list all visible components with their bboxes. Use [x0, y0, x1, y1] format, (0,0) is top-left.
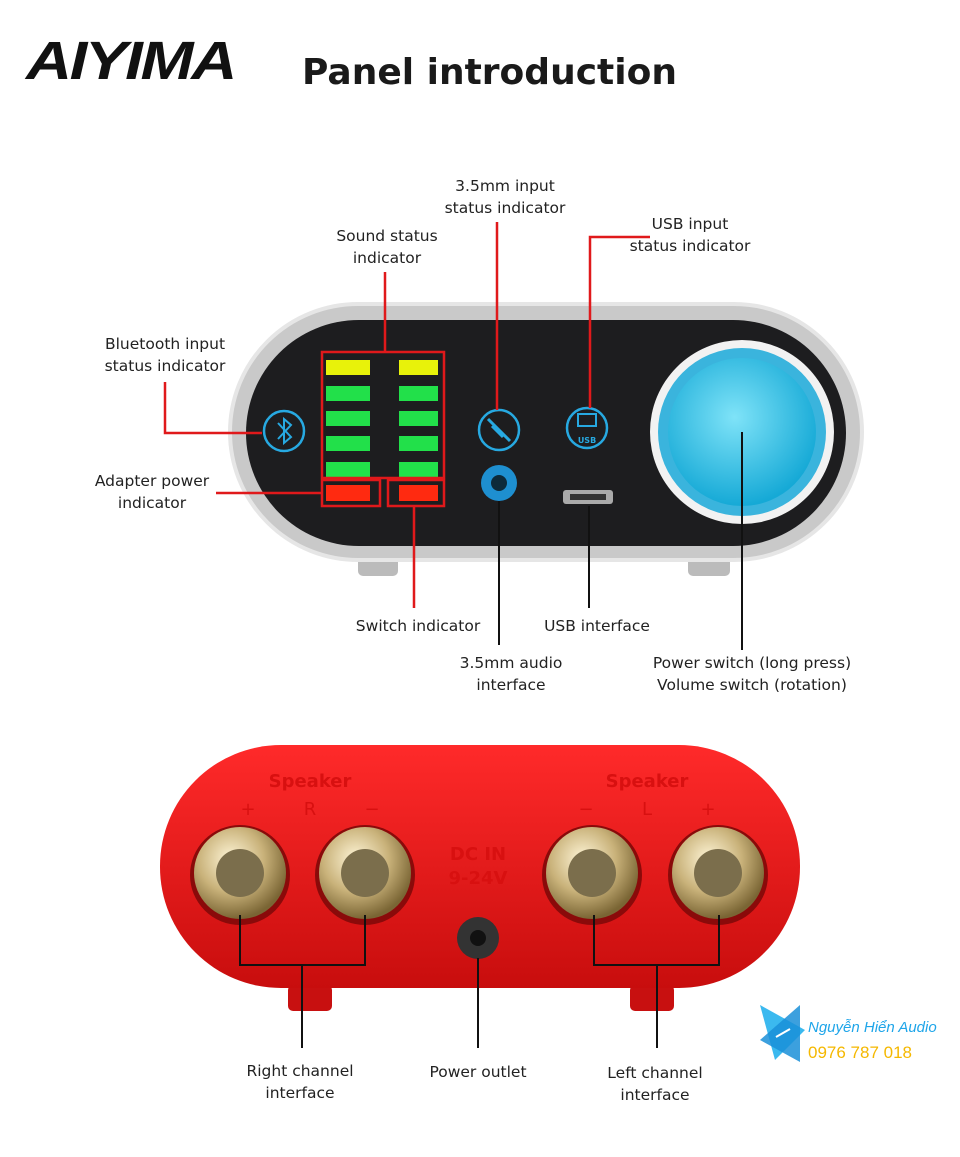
led-red: [326, 485, 370, 501]
speaker-l-label: Speaker: [606, 771, 689, 792]
label-power-switch: Power switch (long press)Volume switch (…: [652, 654, 852, 694]
svg-text:L: L: [642, 799, 652, 820]
sound-level-leds: [326, 360, 438, 501]
label-power-outlet: Power outlet: [429, 1063, 527, 1081]
speaker-r-label: Speaker: [269, 771, 352, 792]
led-segment: [399, 462, 438, 477]
svg-text:+: +: [240, 799, 255, 820]
red-callouts: [163, 222, 650, 608]
svg-text:−: −: [578, 799, 593, 820]
front-panel: USB: [228, 302, 864, 576]
svg-text:R: R: [304, 799, 317, 820]
rear-callouts: [239, 915, 720, 1048]
led-segment: [326, 411, 370, 426]
usb-icon-text: USB: [578, 436, 596, 445]
label-usb-interface: USB interface: [544, 617, 650, 635]
svg-text:+: +: [700, 799, 715, 820]
black-callouts: [498, 432, 743, 650]
svg-text:−: −: [364, 799, 379, 820]
bluetooth-indicator-icon: [262, 409, 306, 453]
led-segment: [399, 436, 438, 451]
watermark-name: Nguyễn Hiển Audio: [808, 1019, 937, 1036]
led-segment: [326, 436, 370, 451]
page-title: Panel introduction: [302, 52, 677, 93]
watermark-logo-icon: [760, 1005, 805, 1062]
led-segment: [399, 411, 438, 426]
label-switch-indicator: Switch indicator: [355, 617, 481, 635]
svg-text:9-24V: 9-24V: [449, 868, 508, 889]
aux-indicator-icon: [477, 408, 521, 452]
led-red: [399, 485, 438, 501]
led-segment: [399, 386, 438, 401]
watermark-phone: 0976 787 018: [808, 1043, 912, 1062]
dc-in-label: DC IN: [450, 844, 506, 865]
aiyima-logo: AIYIMA: [26, 31, 237, 91]
usb-indicator-icon: USB: [565, 406, 609, 450]
rear-panel: Speaker + R − Speaker − L + DC IN 9-24V: [160, 745, 800, 1011]
led-segment: [326, 462, 370, 477]
led-segment: [399, 360, 438, 375]
led-segment: [326, 386, 370, 401]
led-segment: [326, 360, 370, 375]
